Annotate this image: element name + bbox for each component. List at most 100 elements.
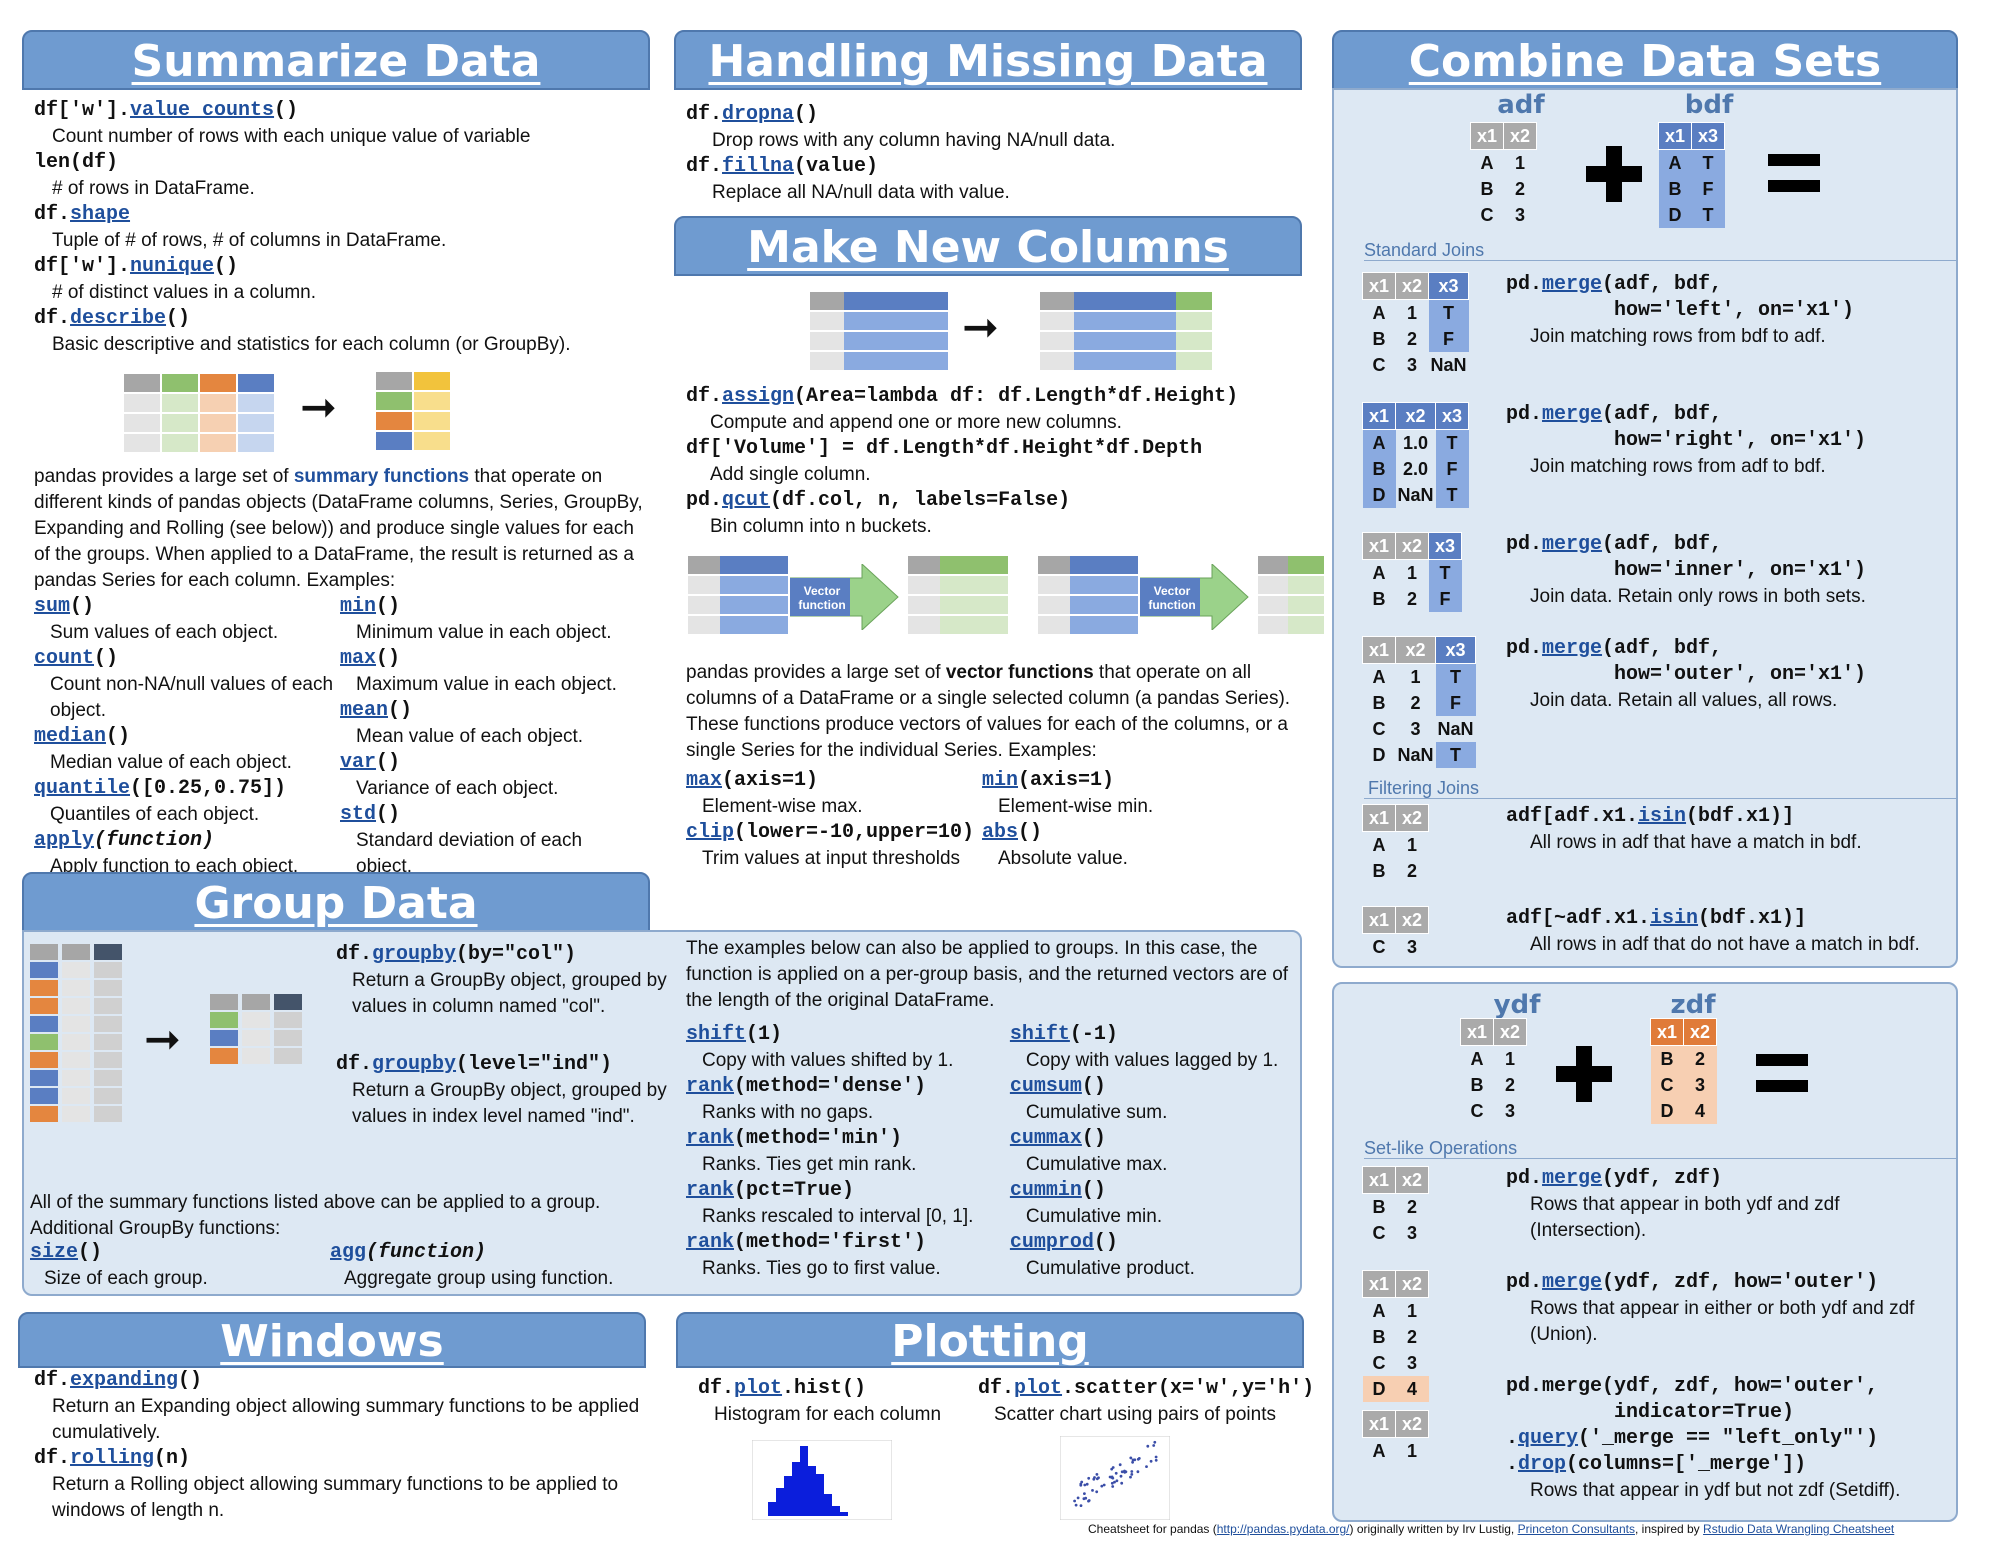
function-link[interactable]: expanding	[70, 1369, 179, 1392]
vector-grid-2	[908, 556, 1008, 634]
function-link[interactable]: cumsum	[1009, 1075, 1082, 1098]
function-link[interactable]: assign	[722, 385, 795, 408]
table-header-cell: x2	[1395, 402, 1436, 430]
join-text: pd.merge(adf, bdf,how='outer', on='x1')J…	[1506, 636, 1866, 796]
function-link[interactable]: groupby	[372, 1053, 457, 1076]
newcols-grid-after	[1040, 292, 1212, 370]
merge-link[interactable]: merge	[1542, 533, 1603, 556]
function-link[interactable]: value_counts	[130, 99, 275, 122]
function-link[interactable]: qcut	[722, 489, 771, 512]
function-link[interactable]: clip	[686, 821, 735, 844]
grid-cell	[376, 372, 412, 390]
merge-link[interactable]: merge	[1542, 273, 1603, 296]
function-link[interactable]: plot	[734, 1377, 783, 1400]
description: Drop rows with any column having NA/null…	[712, 130, 1116, 151]
function-link[interactable]: rank	[686, 1075, 735, 1098]
grid-cell	[124, 414, 160, 432]
function-link[interactable]: std	[340, 803, 377, 826]
table-cell: C	[1372, 1352, 1386, 1373]
function-link[interactable]: quantile	[34, 777, 131, 800]
function-link[interactable]: shift	[686, 1023, 747, 1046]
scatter-point	[1111, 1476, 1115, 1480]
code-args: ()	[70, 595, 95, 618]
table-header-cell: x1	[1470, 122, 1504, 150]
function-link[interactable]: max	[686, 769, 723, 792]
grid-cell	[1040, 292, 1076, 310]
function-link[interactable]: shape	[70, 203, 131, 226]
function-link[interactable]: min	[982, 769, 1019, 792]
grid-cell	[30, 1016, 58, 1032]
code-line: df.shape	[34, 202, 650, 228]
code-line: df.fillna(value)	[686, 154, 1296, 180]
entry: pd.qcut(df.col, n, labels=False)Bin colu…	[686, 488, 1296, 540]
function-link[interactable]: plot	[1014, 1377, 1063, 1400]
function-link[interactable]: rolling	[70, 1447, 155, 1470]
function-link[interactable]: shift	[1009, 1023, 1070, 1046]
description: Ranks. Ties get min rank.	[702, 1154, 917, 1175]
function-link[interactable]: rank	[686, 1127, 735, 1150]
grid-cell	[210, 1048, 238, 1064]
rstudio-link[interactable]: Rstudio Data Wrangling Cheatsheet	[1703, 1522, 1895, 1536]
drop-link[interactable]: drop	[1518, 1453, 1567, 1476]
grid-cell	[1070, 556, 1106, 574]
princeton-link[interactable]: Princeton Consultants	[1517, 1522, 1635, 1536]
merge-link[interactable]: merge	[1542, 403, 1603, 426]
function-link[interactable]: median	[34, 725, 107, 748]
code-line: cummax()	[1010, 1126, 1298, 1152]
function-link[interactable]: apply	[34, 829, 95, 852]
function-link[interactable]: mean	[340, 699, 389, 722]
function-link[interactable]: isin	[1650, 907, 1699, 930]
function-link[interactable]: merge	[1542, 1271, 1603, 1294]
grid-cell	[62, 980, 90, 996]
query-link[interactable]: query	[1518, 1427, 1579, 1450]
code-line: df.assign(Area=lambda df: df.Length*df.H…	[686, 384, 1296, 410]
code-args: (level="ind")	[456, 1053, 613, 1076]
function-link[interactable]: abs	[982, 821, 1019, 844]
code-args: (-1)	[1069, 1023, 1118, 1046]
function-link[interactable]: fillna	[722, 155, 795, 178]
entry: cummax()Cumulative max.	[1010, 1126, 1298, 1178]
code-line: df.dropna()	[686, 102, 1296, 128]
function-link[interactable]: cummax	[1009, 1127, 1082, 1150]
function-link[interactable]: describe	[70, 307, 167, 330]
function-link[interactable]: nunique	[130, 255, 215, 278]
code-line: pd.qcut(df.col, n, labels=False)	[686, 488, 1296, 514]
function-link[interactable]: rank	[686, 1231, 735, 1254]
function-link[interactable]: max	[340, 647, 377, 670]
function-link[interactable]: cummin	[1009, 1179, 1082, 1202]
function-link[interactable]: agg	[330, 1241, 367, 1264]
function-link[interactable]: var	[340, 751, 377, 774]
grid-cell	[908, 556, 944, 574]
summary-functions-link[interactable]: summary functions	[293, 466, 470, 487]
function-link[interactable]: cumprod	[1009, 1231, 1094, 1254]
grid-cell	[62, 998, 90, 1014]
grid-cell	[1142, 292, 1178, 310]
grid-cell	[688, 556, 724, 574]
function-link[interactable]: groupby	[372, 943, 457, 966]
function-link[interactable]: count	[34, 647, 95, 670]
function-link[interactable]: min	[340, 595, 377, 618]
description: Compute and append one or more new colum…	[710, 412, 1122, 433]
table-cell: T	[1691, 149, 1725, 176]
pandas-link[interactable]: http://pandas.pydata.org/	[1216, 1522, 1350, 1536]
ydf-name: ydf	[1493, 990, 1541, 1020]
function-link[interactable]: isin	[1638, 805, 1687, 828]
function-link[interactable]: size	[30, 1241, 79, 1264]
merge-link[interactable]: merge	[1542, 637, 1603, 660]
grid-cell	[688, 616, 724, 634]
function-link[interactable]: dropna	[722, 103, 795, 126]
function-link[interactable]: merge	[1542, 1167, 1603, 1190]
scatter-point	[1073, 1499, 1076, 1503]
function-link[interactable]: rank	[686, 1179, 735, 1202]
function-link[interactable]: sum	[34, 595, 71, 618]
code-line: df.plot.scatter(x='w',y='h')	[978, 1376, 1314, 1402]
entry: df['w'].value_counts()Count number of ro…	[34, 98, 650, 150]
grid-cell	[878, 292, 914, 310]
table-cell: D	[1362, 482, 1396, 508]
